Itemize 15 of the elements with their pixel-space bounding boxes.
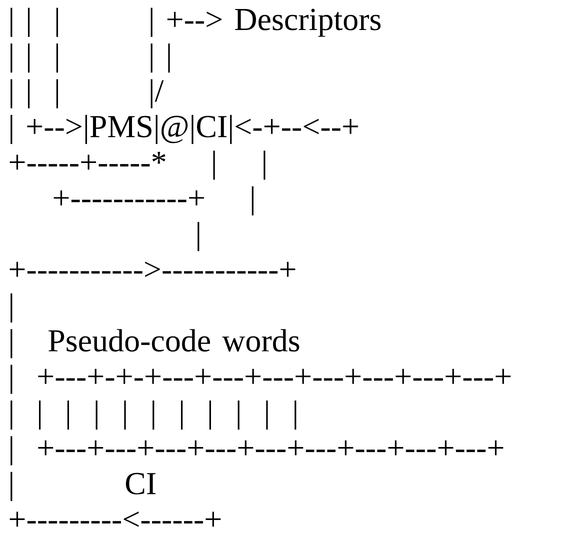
ascii-line: | | | |/ bbox=[10, 79, 164, 108]
ascii-line: | +---+---+---+---+---+---+---+---+---+ bbox=[10, 436, 504, 466]
ascii-line: | +---+-+-+---+---+---+---+---+---+---+ bbox=[10, 364, 511, 394]
ascii-line: | | | | +--> Descriptors bbox=[10, 8, 381, 37]
ascii-line: | Pseudo-code words bbox=[10, 329, 300, 358]
ascii-line: | | | | | | | | | | | bbox=[10, 400, 296, 430]
ascii-line: +---------<------+ bbox=[10, 511, 221, 527]
ascii-line: +----------->-----------+ bbox=[10, 262, 296, 277]
ascii-line: +-----------+ | bbox=[54, 186, 254, 216]
ascii-line: | CI bbox=[10, 472, 156, 501]
ascii-line: +-----+-----* | | bbox=[10, 150, 266, 180]
ascii-line: | bbox=[10, 293, 12, 322]
ascii-line: | +-->|PMS|@|CI|<-+--<--+ bbox=[10, 114, 358, 144]
ascii-line: | | | | | bbox=[10, 44, 170, 73]
ascii-line: | bbox=[198, 222, 200, 252]
